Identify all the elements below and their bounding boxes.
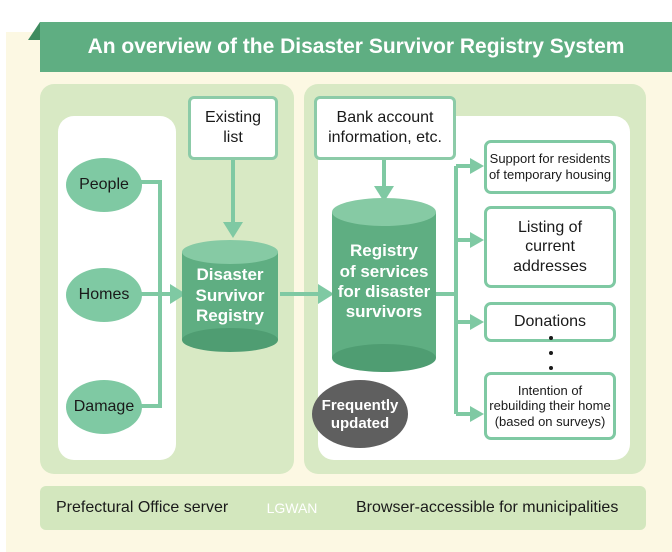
services-registry-label: Registry of services for disaster surviv… <box>337 241 431 322</box>
municipal-browser-label: Browser-accessible for municipalities <box>356 499 619 516</box>
title-notch <box>28 22 40 40</box>
arrowhead-bank <box>374 186 394 202</box>
arrowhead-list <box>223 222 243 238</box>
arrowhead-sources <box>170 284 186 304</box>
network-band <box>40 486 646 530</box>
services-registry-cylinder <box>332 198 436 372</box>
service-rebuilding-intention: Intention of rebuilding their home (base… <box>484 372 616 440</box>
diagram-title-bar: An overview of the Disaster Survivor Reg… <box>40 22 672 72</box>
source-damage: Damage <box>66 380 142 434</box>
continuation-dots <box>548 336 554 370</box>
source-homes: Homes <box>66 268 142 322</box>
service-donations: Donations <box>484 302 616 342</box>
disaster-registry-label: Disaster Survivor Registry <box>195 265 265 326</box>
arrowhead-registry <box>318 284 334 304</box>
arrowhead-service-3 <box>470 314 484 330</box>
frequently-updated-callout <box>312 380 408 448</box>
bank-info-note: Bank account information, etc. <box>314 96 456 160</box>
lgwan-label: LGWAN <box>266 500 318 516</box>
frequently-updated-label: Frequently updated <box>321 397 399 432</box>
service-temporary-housing: Support for residents of temporary housi… <box>484 140 616 194</box>
prefectural-server-label: Prefectural Office server <box>56 499 229 516</box>
diagram-title: An overview of the Disaster Survivor Reg… <box>87 35 625 58</box>
disaster-registry-cylinder <box>182 240 278 352</box>
service-current-addresses: Listing of current addresses <box>484 206 616 288</box>
arrowhead-service-1 <box>470 158 484 174</box>
arrowhead-service-4 <box>470 406 484 422</box>
existing-list-note: Existing list <box>188 96 278 160</box>
source-people: People <box>66 158 142 212</box>
arrowhead-service-2 <box>470 232 484 248</box>
